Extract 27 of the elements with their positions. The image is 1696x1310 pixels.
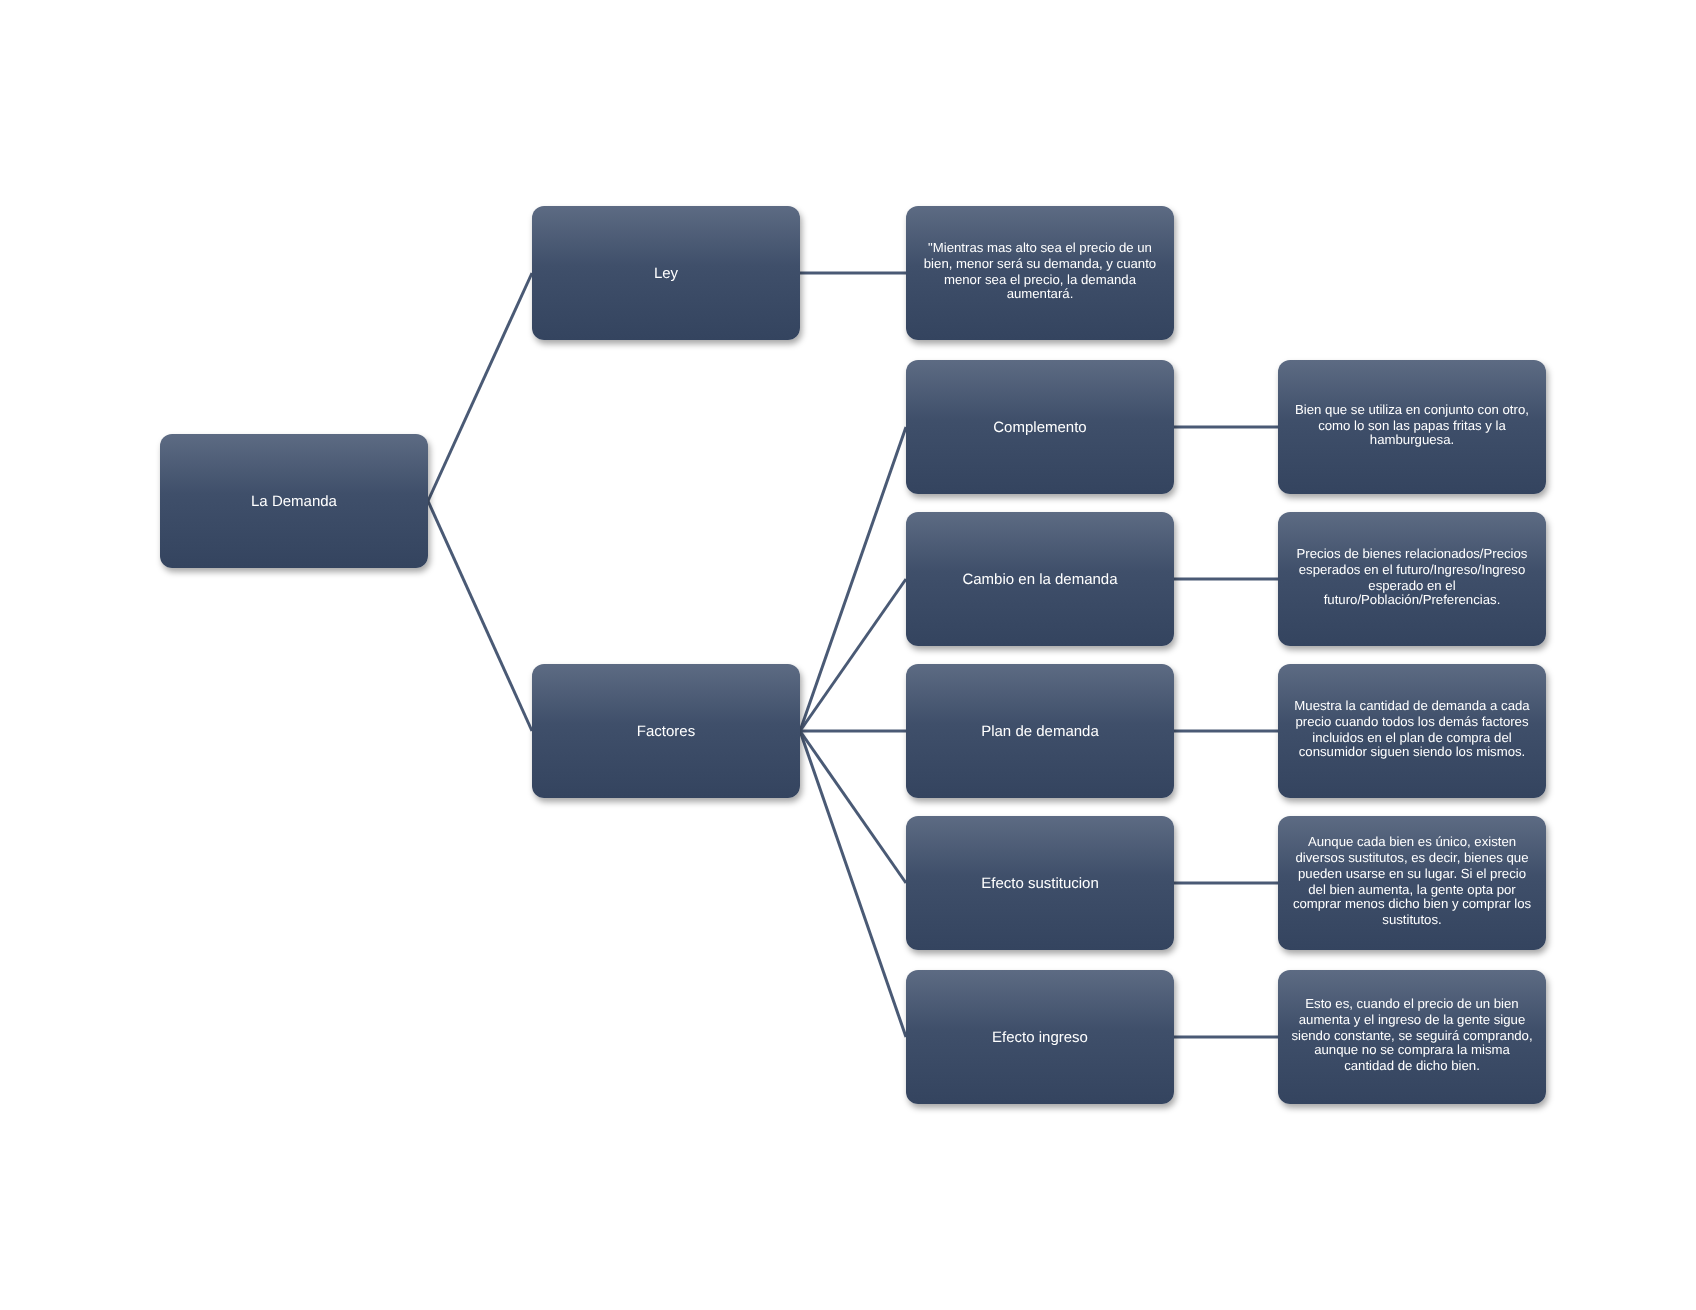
description-box (1278, 816, 1546, 950)
connector-line (1174, 1035, 1278, 1039)
connector-line (426, 500, 534, 732)
concept-box (906, 512, 1174, 646)
concept-box (906, 816, 1174, 950)
connector-line (1174, 881, 1278, 885)
connector-line (798, 578, 908, 732)
concept-box (532, 206, 800, 340)
concept-box (906, 970, 1174, 1104)
connector-line (426, 272, 534, 502)
connector-line (1174, 577, 1278, 581)
concept-box (532, 664, 800, 798)
connector-line (800, 271, 906, 275)
description-box (1278, 664, 1546, 798)
description-box (1278, 970, 1546, 1104)
concept-box (906, 360, 1174, 494)
connector-line (798, 730, 908, 884)
description-box (906, 206, 1174, 340)
concept-box (906, 664, 1174, 798)
concept-box (160, 434, 428, 568)
connector-line (798, 730, 908, 1038)
description-box (1278, 360, 1546, 494)
connector-line (798, 426, 908, 732)
connector-line (1174, 729, 1278, 733)
description-box (1278, 512, 1546, 646)
connector-line (800, 729, 906, 733)
connector-line (1174, 425, 1278, 429)
